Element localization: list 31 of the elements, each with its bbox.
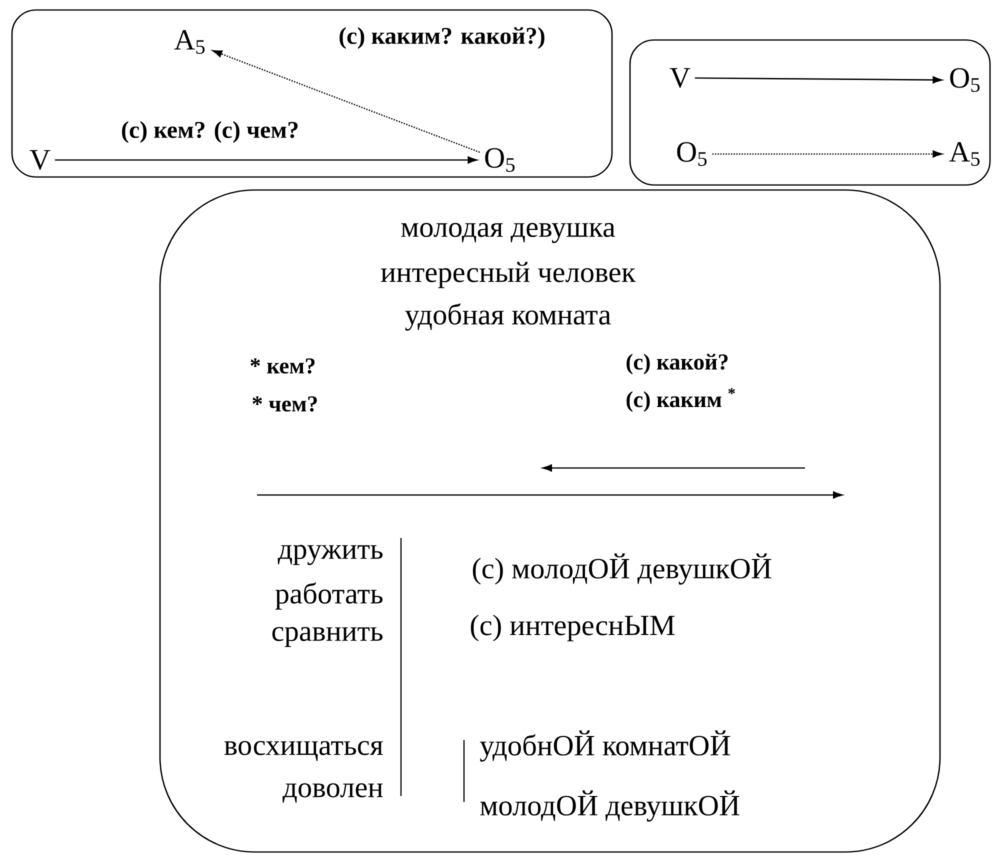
symbol-text: A$_{5}$ [174, 30, 205, 54]
symbol-text: V [30, 150, 50, 170]
phrase-text: удобная комната [405, 303, 611, 331]
verb-text: сравнить [272, 626, 382, 648]
phrase-text: (с) интереснЫМ [470, 614, 675, 642]
phrase-text: интересный человек [380, 262, 636, 288]
symbol-text: O$_{5}$ [950, 68, 980, 92]
arrow [712, 150, 942, 158]
phrase-text: молодая девушка [401, 222, 616, 244]
edge-label: (с) каким? какой?) [337, 26, 547, 50]
edge-label: (с) кем? (с) чем? [120, 120, 300, 144]
verb-text: доволен [282, 783, 383, 803]
question-text: * кем? [250, 358, 315, 374]
rounded-box [629, 39, 991, 186]
rounded-box [11, 9, 613, 178]
phrase-text: удобнОЙ комнатОЙ [480, 730, 730, 762]
phrase-text: молодОЙ девушкОЙ [480, 790, 740, 822]
symbol-text: V [670, 68, 690, 88]
verb-text: работать [275, 582, 383, 610]
symbol-text: O$_{5}$ [677, 142, 707, 166]
symbol-text: A$_{5}$ [949, 142, 980, 166]
arrow [694, 76, 942, 84]
symbol-text: O$_{5}$ [485, 148, 515, 172]
question-text: * чем? [252, 396, 317, 412]
arrow [54, 156, 478, 164]
question-text: (с) каким $^{*}$ [626, 388, 735, 412]
arrow [212, 50, 480, 153]
verb-text: дружить [278, 544, 383, 566]
phrase-text: (с) молодОЙ девушкОЙ [472, 553, 772, 585]
question-text: (с) какой? [626, 354, 728, 374]
verb-text: восхищаться [224, 741, 383, 761]
